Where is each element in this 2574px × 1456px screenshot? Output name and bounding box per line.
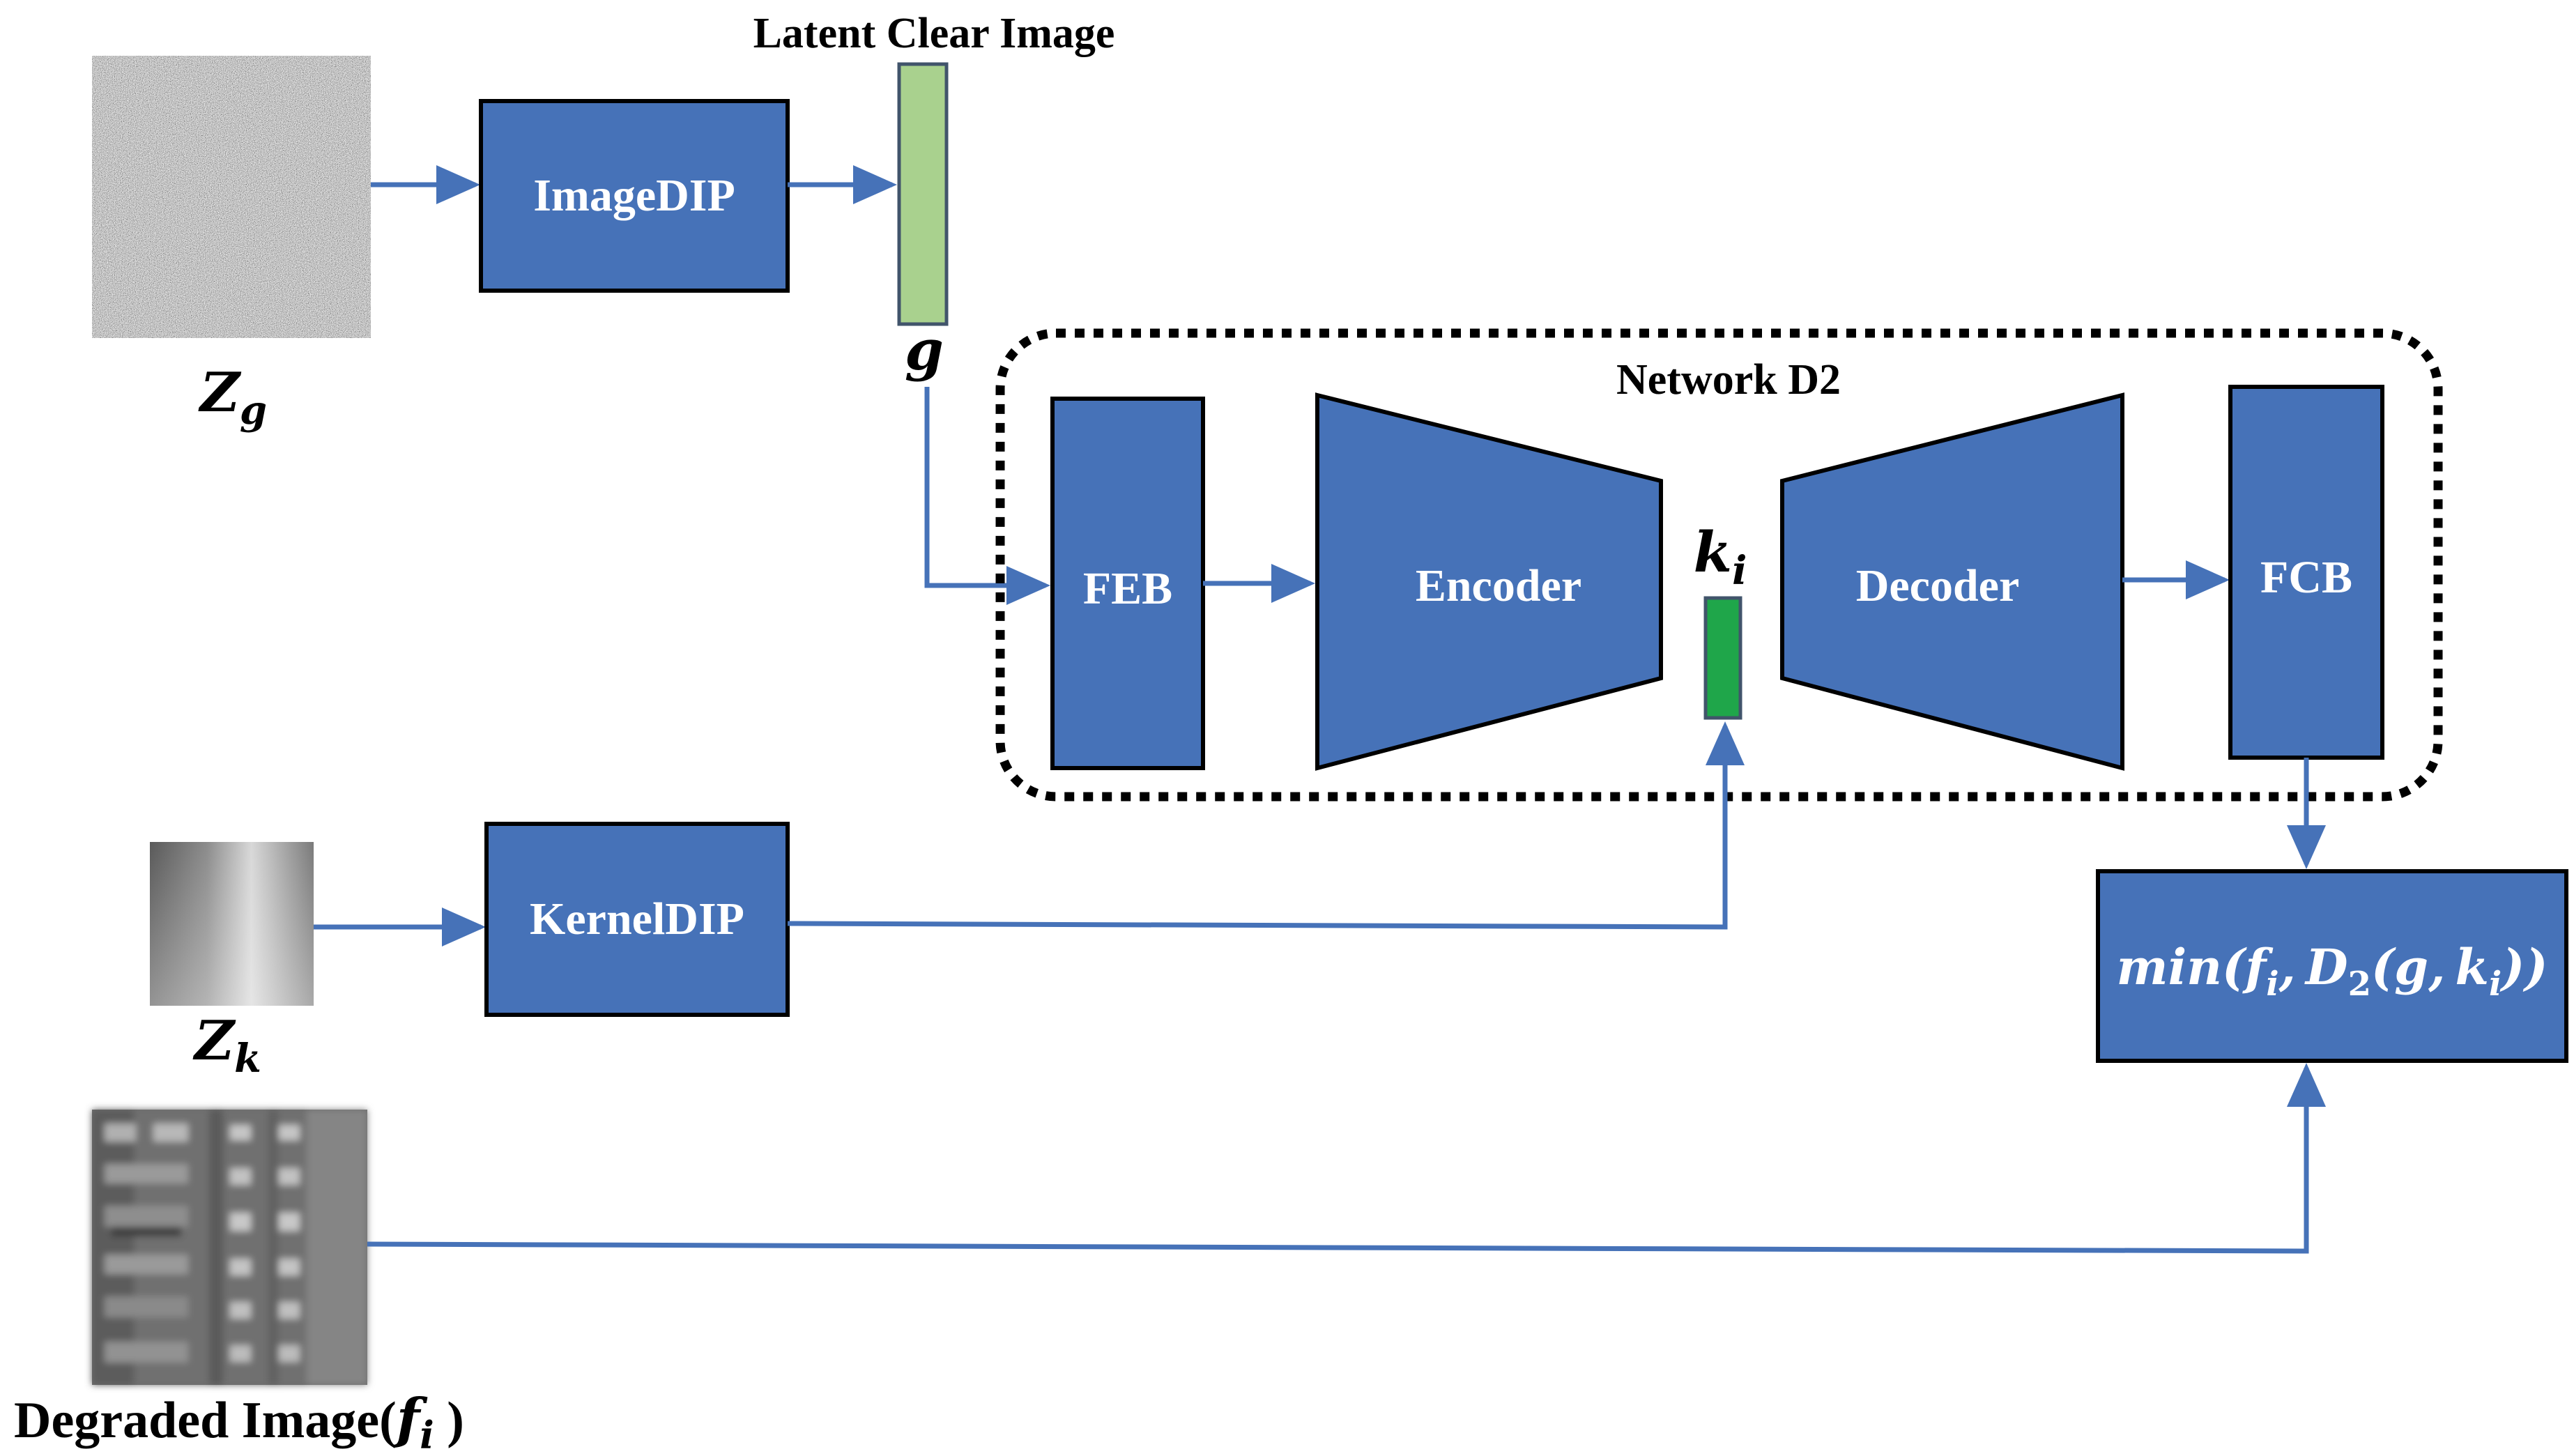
g-label: g (905, 317, 944, 383)
imagedip-block (479, 99, 790, 293)
latent-clear-image-title: Latent Clear Image (753, 10, 1115, 57)
imagedip-label: ImageDIP (533, 170, 735, 221)
arrow-kerneldip-to-ki (787, 721, 1745, 930)
ki-label: ki (1694, 519, 1747, 594)
fcb-block (2228, 385, 2384, 760)
zg-noise-image (92, 56, 371, 338)
objective-block (2096, 869, 2568, 1063)
decoder-block (1780, 392, 2124, 771)
kerneldip-block (484, 822, 790, 1017)
zg-label: Zg (198, 361, 267, 434)
network-d2-title: Network D2 (1616, 356, 1841, 404)
encoder-label: Encoder (1416, 560, 1581, 611)
zk-kernel-image (150, 842, 314, 1006)
decoder-label: Decoder (1856, 560, 2020, 611)
kerneldip-label: KernelDIP (530, 894, 744, 944)
degraded-building-image (92, 1110, 367, 1385)
latent-clear-image-bar (897, 62, 949, 326)
ki-kernel-bar (1703, 596, 1742, 720)
arrow-g-to-feb (924, 387, 1050, 605)
feb-label: FEB (1083, 563, 1172, 614)
zk-label: Zk (192, 1009, 261, 1082)
degraded-image-label: Degraded Image(fi ) (14, 1387, 464, 1456)
network-d2-container (995, 328, 2443, 802)
encoder-block (1315, 392, 1663, 771)
arrow-degraded-to-objective (367, 1063, 2326, 1254)
fcb-label: FCB (2260, 552, 2352, 603)
objective-formula: min(fi,D2(g,ki)) (2117, 938, 2548, 1004)
